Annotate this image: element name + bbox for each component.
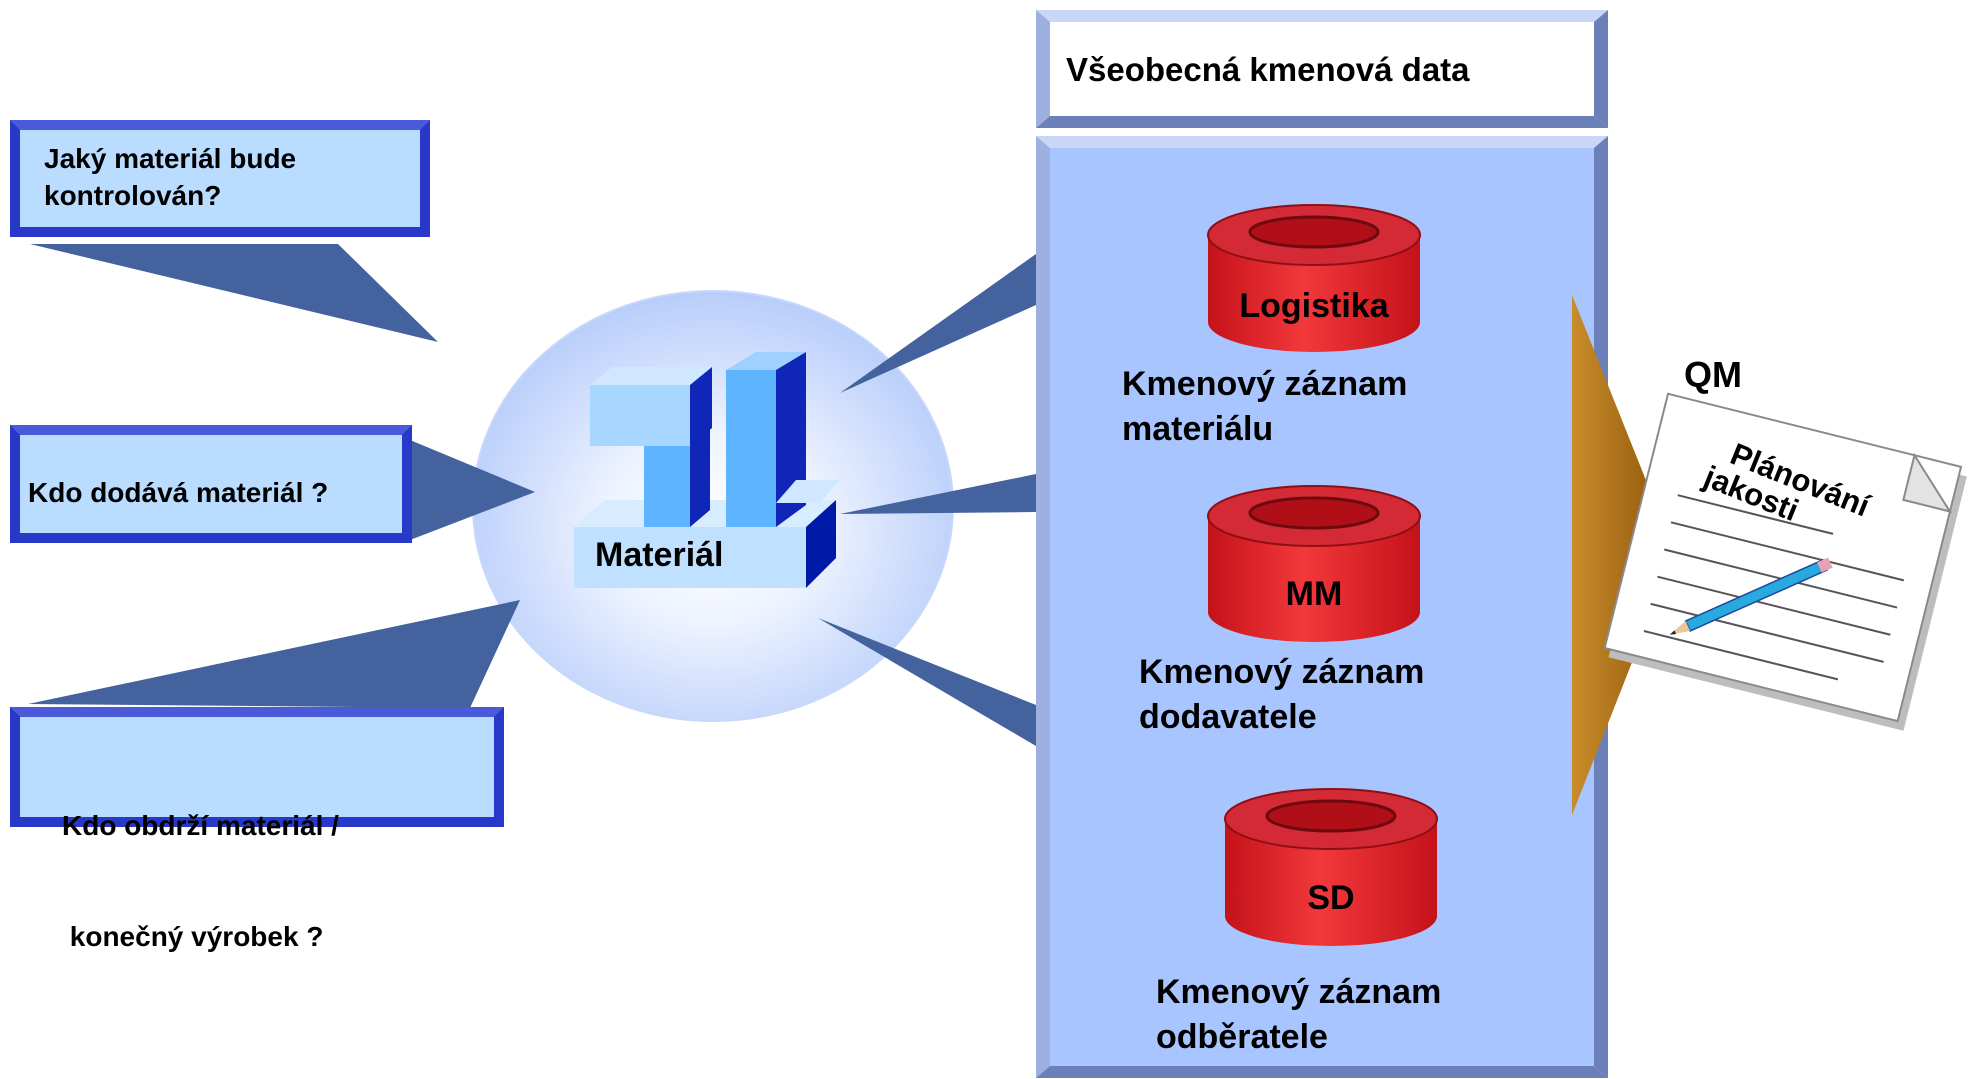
- callout-q3-line1: Kdo obdrží materiál /: [62, 810, 339, 841]
- link-wedge-1: [840, 254, 1036, 393]
- db-label-sd: SD: [1307, 879, 1355, 917]
- pencil-icon: [1669, 557, 1833, 635]
- callout-q1-line2: kontrolován?: [44, 180, 222, 211]
- db-cylinder-sd: [1224, 788, 1438, 946]
- db1-caption-line2: materiálu: [1122, 410, 1274, 448]
- db-label-logistika: Logistika: [1239, 287, 1389, 325]
- material-label: Materiál: [595, 536, 724, 574]
- db-caption-customer-record: Kmenový záznam odběratele: [1156, 970, 1441, 1060]
- link-wedge-3: [818, 618, 1036, 746]
- callout-pointer-1: [30, 244, 438, 342]
- db-caption-supplier-record: Kmenový záznam dodavatele: [1139, 650, 1424, 740]
- db-caption-material-record: Kmenový záznam materiálu: [1122, 362, 1407, 452]
- db2-caption-line1: Kmenový záznam: [1139, 653, 1425, 691]
- callout-box-3: [10, 707, 504, 827]
- db-cylinder-mm: [1207, 485, 1421, 642]
- material-blocks-icon: [574, 352, 840, 588]
- callout-q1-line1: Jaký materiál bude: [44, 143, 297, 174]
- callout-box-1: [10, 120, 430, 237]
- callout-question-receiver: Kdo obdrží materiál / konečný výrobek ?: [62, 733, 339, 992]
- link-wedge-2: [840, 474, 1036, 514]
- callout-pointer-3: [28, 600, 520, 708]
- db-cylinder-logistika: [1207, 204, 1421, 352]
- callout-question-material: Jaký materiál bude kontrolován?: [44, 140, 296, 214]
- db-label-mm: MM: [1285, 575, 1343, 613]
- callout-box-2: [10, 425, 412, 543]
- panel-header-title: Všeobecná kmenová data: [1066, 51, 1470, 88]
- db1-caption-line1: Kmenový záznam: [1122, 365, 1408, 403]
- quality-planning-document-icon: [1603, 392, 1967, 731]
- qm-title: QM: [1684, 354, 1742, 395]
- callout-question-supplier: Kdo dodává materiál ?: [28, 477, 329, 508]
- db3-caption-line1: Kmenový záznam: [1156, 973, 1442, 1011]
- db3-caption-line2: odběratele: [1156, 1018, 1328, 1056]
- qm-arrow: [1572, 295, 1675, 815]
- callout-q3-line2: konečný výrobek ?: [62, 921, 324, 952]
- callout-pointer-2: [410, 440, 535, 540]
- db2-caption-line2: dodavatele: [1139, 698, 1317, 736]
